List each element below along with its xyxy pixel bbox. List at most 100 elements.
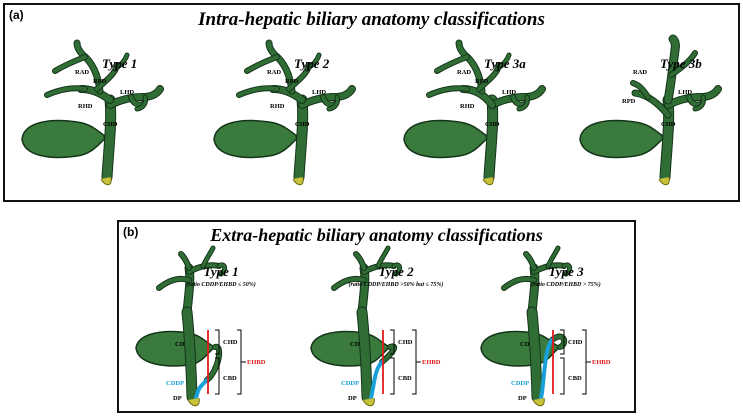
label-rpd: RPD xyxy=(475,78,489,85)
type-name: Type 1 xyxy=(203,264,238,279)
right-posterior-duct xyxy=(632,90,671,118)
left-branch-2 xyxy=(517,95,529,111)
label-cddp: CDDP xyxy=(166,380,184,387)
label-lhd: LHD xyxy=(678,89,692,96)
papilla xyxy=(292,176,304,186)
posterior-branch xyxy=(45,86,87,97)
gallbladder xyxy=(579,119,667,159)
type-name: Type 3a xyxy=(484,56,526,71)
cddp-segment xyxy=(539,338,554,400)
label-lhd: LHD xyxy=(502,89,516,96)
label-lhd: LHD xyxy=(120,89,134,96)
panel-b: (b) Extra-hepatic biliary anatomy classi… xyxy=(117,220,636,413)
type-name: Type 2 xyxy=(378,264,414,279)
anterior-branch xyxy=(53,55,87,73)
panel-b-label: (b) xyxy=(123,225,139,239)
cbd-bracket xyxy=(215,357,220,395)
posterior-sub-branch xyxy=(113,53,129,71)
common-bile-duct xyxy=(357,307,372,402)
ehbd-bracket xyxy=(582,329,591,395)
top-branch xyxy=(524,252,536,270)
intrahepatic-type-4: Type 3b RAD RPD LHD CHD xyxy=(579,34,722,186)
papilla xyxy=(100,176,112,186)
panel-a: (a) Intra-hepatic biliary anatomy classi… xyxy=(3,3,740,202)
label-rad: RAD xyxy=(75,69,89,76)
type-name: Type 1 xyxy=(102,56,137,71)
cbd-bracket xyxy=(560,357,565,395)
label-rad: RAD xyxy=(457,69,471,76)
left-branch-2 xyxy=(327,95,339,111)
label-dp: DP xyxy=(348,395,357,402)
common-duct xyxy=(294,95,308,182)
posterior-branch xyxy=(631,81,650,99)
left-curl xyxy=(392,263,402,276)
type-name: Type 3b xyxy=(660,56,702,71)
panel-b-title: Extra-hepatic biliary anatomy classifica… xyxy=(210,225,543,245)
label-chd: CHD xyxy=(485,121,500,128)
label-ehbd: EHBD xyxy=(247,359,266,366)
posterior-sub-branch xyxy=(495,53,511,71)
gallbladder xyxy=(213,119,301,159)
label-chd: CHD xyxy=(295,121,310,128)
common-duct xyxy=(102,95,116,182)
posterior-branch xyxy=(427,86,469,97)
label-chd: CHD xyxy=(398,339,413,346)
label-chd: CHD xyxy=(568,339,583,346)
anterior-branch xyxy=(669,51,697,77)
top-branch xyxy=(179,252,191,270)
papilla xyxy=(362,397,375,407)
label-cd: CD xyxy=(175,341,185,348)
label-rhd: RHD xyxy=(78,103,93,110)
label-rpd: RPD xyxy=(285,78,299,85)
gallbladder xyxy=(21,119,109,159)
label-rhd: RHD xyxy=(270,103,285,110)
papilla xyxy=(187,397,200,407)
label-dp: DP xyxy=(518,395,527,402)
cbd-bracket xyxy=(390,357,395,395)
chd-bracket xyxy=(390,329,395,355)
gallbladder xyxy=(135,330,217,367)
label-cddp: CDDP xyxy=(511,380,529,387)
label-ehbd: EHBD xyxy=(592,359,611,366)
label-rhd: RHD xyxy=(460,103,475,110)
label-cbd: CBD xyxy=(568,375,582,382)
type-name: Type 3 xyxy=(548,264,584,279)
top-branch xyxy=(354,252,366,270)
common-bile-duct xyxy=(527,307,542,402)
cddp-segment xyxy=(194,378,209,400)
left-branch-2 xyxy=(693,95,705,111)
anterior-branch xyxy=(245,55,279,73)
right-branch xyxy=(502,276,536,290)
gallbladder xyxy=(310,330,392,367)
chd-bracket xyxy=(560,329,565,355)
label-rad: RAD xyxy=(633,69,647,76)
label-cbd: CBD xyxy=(398,375,412,382)
right-branch xyxy=(157,276,191,290)
left-curl xyxy=(217,263,227,276)
type-ratio: (ratio CDDP/EHBD > 75%) xyxy=(531,281,601,288)
papilla xyxy=(658,176,670,186)
upper-branch xyxy=(201,246,215,268)
upper-branch xyxy=(376,246,390,268)
posterior-sub-branch xyxy=(305,53,321,71)
chd-bracket xyxy=(215,329,220,355)
ehbd-bracket xyxy=(237,329,246,395)
label-rpd: RPD xyxy=(622,98,636,105)
type-name: Type 2 xyxy=(294,56,330,71)
left-curl xyxy=(562,263,572,276)
type-ratio: (ratio CDDP/EHBD >50% but ≤ 75%) xyxy=(349,281,444,288)
papilla xyxy=(482,176,494,186)
label-chd: CHD xyxy=(103,121,118,128)
posterior-branch xyxy=(237,86,279,97)
right-anterior-duct xyxy=(664,35,679,104)
upper-branch xyxy=(546,246,560,268)
label-chd: CHD xyxy=(661,121,676,128)
ehbd-bracket xyxy=(412,329,421,395)
extrahepatic-type-2: Type 2 (ratio CDDP/EHBD >50% but ≤ 75%) CD… xyxy=(310,245,444,407)
label-cd: CD xyxy=(350,341,360,348)
